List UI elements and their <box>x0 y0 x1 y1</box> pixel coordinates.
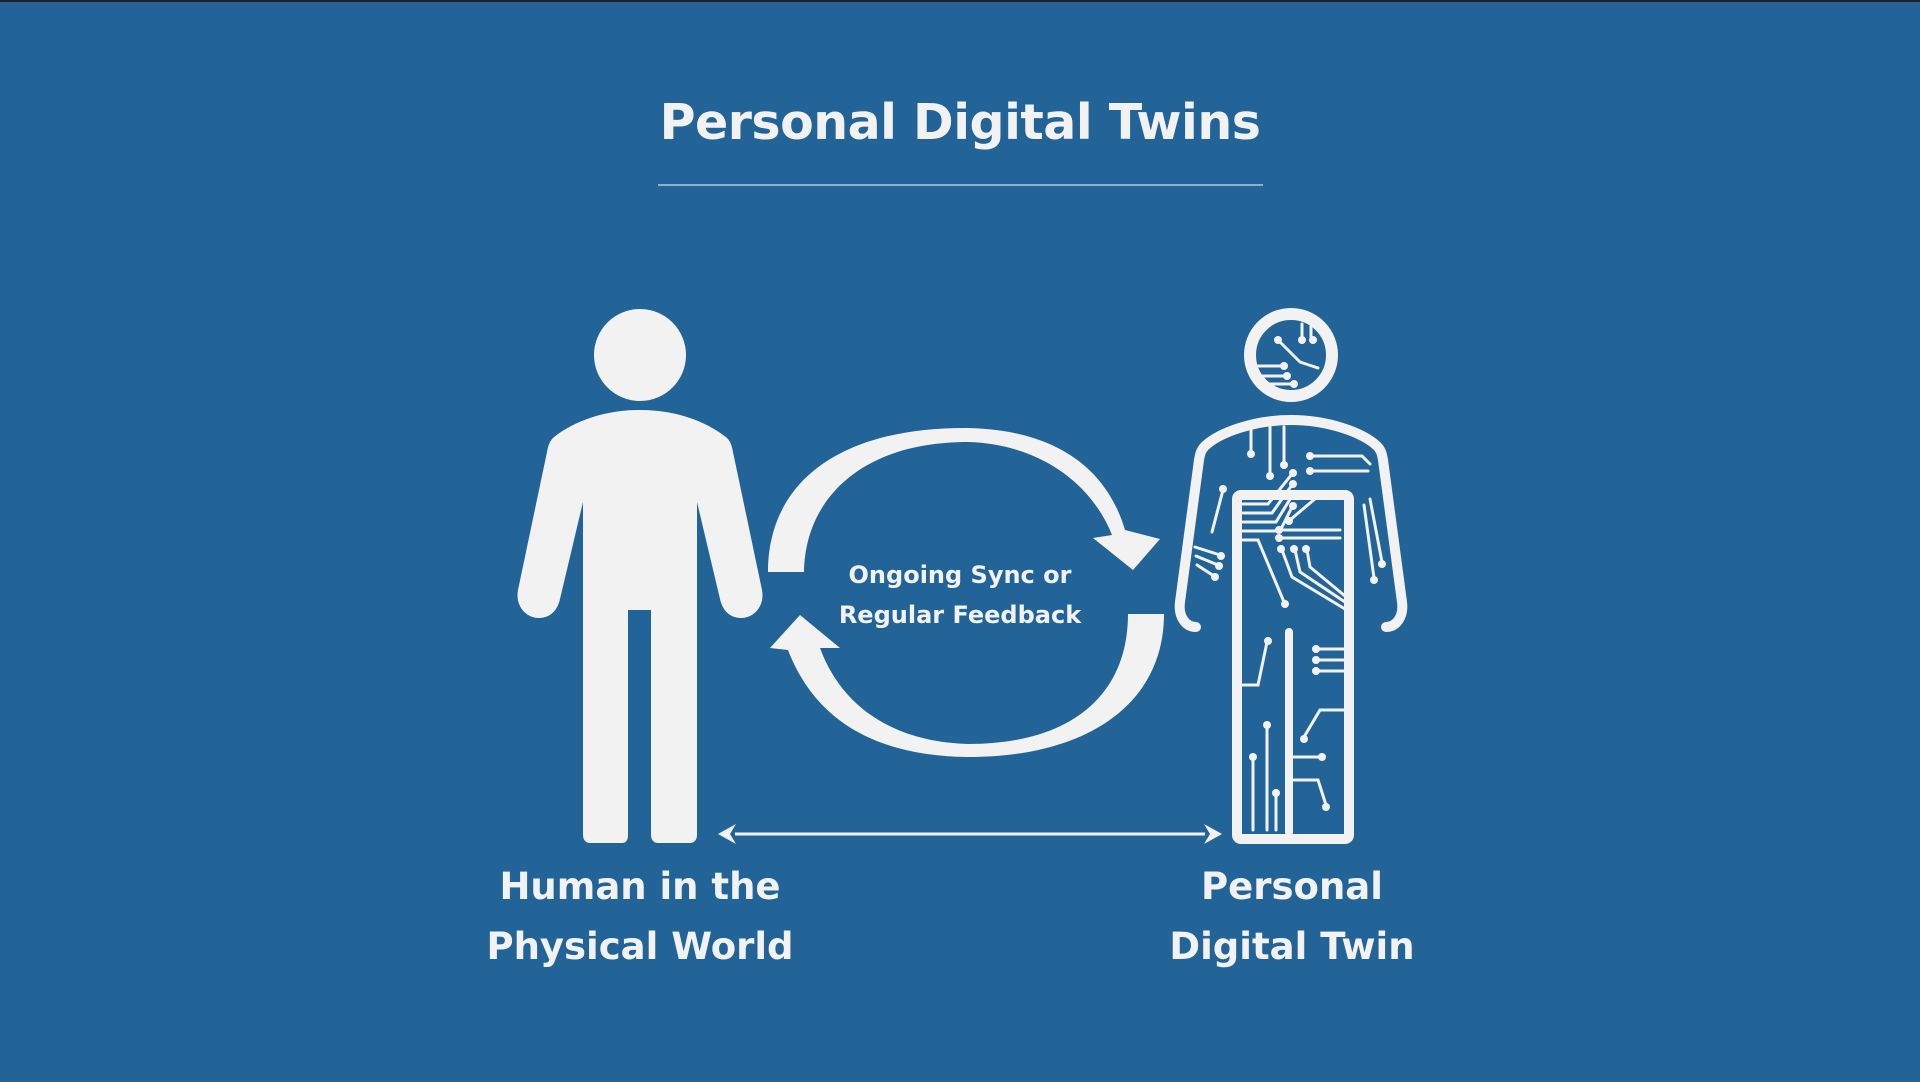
circuit-person-icon <box>1174 308 1408 844</box>
twin-label-line-1: Personal <box>1201 865 1383 908</box>
sync-cycle-icon <box>768 427 1164 757</box>
person-icon <box>517 309 763 843</box>
human-label: Human in the Physical World <box>440 857 840 977</box>
human-label-line-1: Human in the <box>499 865 781 908</box>
double-arrow-connector <box>718 824 1222 844</box>
cycle-label-line-2: Regular Feedback <box>838 601 1082 629</box>
page-title: Personal Digital Twins <box>659 94 1261 151</box>
cycle-label: Ongoing Sync or Regular Feedback <box>760 555 1160 635</box>
twin-label-line-2: Digital Twin <box>1169 925 1415 968</box>
title-divider <box>658 184 1263 186</box>
twin-label: Personal Digital Twin <box>1092 857 1492 977</box>
human-label-line-2: Physical World <box>486 925 794 968</box>
cycle-label-line-1: Ongoing Sync or <box>848 561 1072 589</box>
